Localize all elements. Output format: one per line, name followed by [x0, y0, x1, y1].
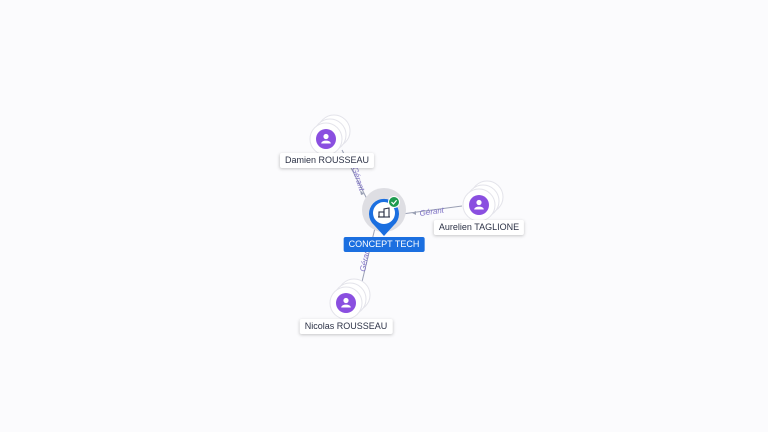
company-node[interactable]	[362, 188, 406, 236]
edge-label-aurelien: Gérant	[419, 206, 445, 218]
edge-arrow-aurelien	[412, 211, 416, 215]
company-label[interactable]: CONCEPT TECH	[343, 237, 425, 252]
person-icon	[321, 133, 331, 144]
edge-arrow-damien	[360, 190, 364, 195]
building-icon	[378, 207, 390, 218]
person-label-damien[interactable]: Damien ROUSSEAU	[279, 153, 375, 168]
person-node-damien[interactable]	[309, 114, 351, 156]
person-icon	[341, 297, 351, 308]
person-node-aurelien[interactable]	[462, 180, 504, 222]
person-label-aurelien[interactable]: Aurelien TAGLIONE	[433, 220, 525, 235]
person-icon	[474, 199, 484, 210]
person-label-nicolas[interactable]: Nicolas ROUSSEAU	[299, 319, 393, 334]
edge-label-damien: Gérant	[350, 166, 366, 193]
edge-aurelien	[401, 205, 463, 215]
person-node-nicolas[interactable]	[329, 278, 371, 320]
check-badge-icon	[388, 196, 400, 208]
